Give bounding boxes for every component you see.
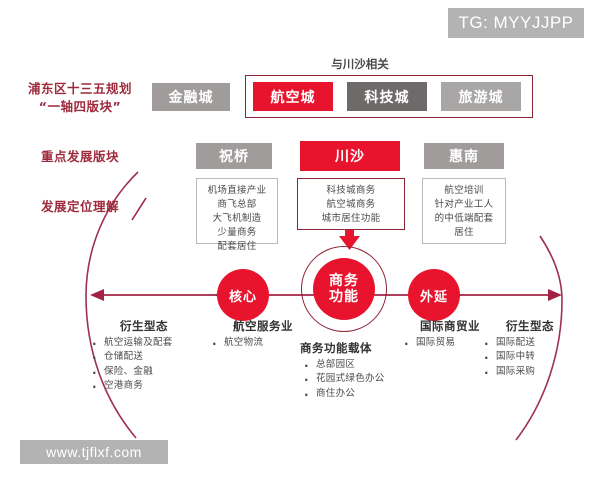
chip-zhuqiao[interactable]: 祝桥 [196, 143, 272, 169]
row-label-plan: 浦东区十三五规划 “一轴四版块” [14, 80, 146, 116]
circle-center-line2: 功能 [329, 289, 359, 305]
center-ring [301, 246, 387, 332]
circle-business-function: 商务 功能 [313, 258, 375, 320]
group-right-derived-title: 衍生型态 [506, 319, 554, 333]
chip-keji-cheng[interactable]: 科技城 [347, 82, 427, 111]
chip-lvyou-cheng[interactable]: 旅游城 [441, 82, 521, 111]
chip-huinan[interactable]: 惠南 [424, 143, 504, 169]
list-item: 保险、金融 [88, 363, 200, 381]
ellipse-arc-left [85, 171, 139, 439]
red-down-arrow [339, 230, 360, 250]
row-label-key-sectors: 重点发展版块 [40, 149, 119, 164]
chip-jinrong-cheng[interactable]: 金融城 [152, 83, 230, 111]
group-intl-trade-list: 国际贸易 [400, 335, 500, 353]
group-business-carrier-list: 总部园区花园式绿色办公商住办公 [300, 357, 428, 404]
list-item: 国际配送 [480, 335, 580, 353]
group-right-derived: 衍生型态 国际配送国际中转国际采购 [480, 318, 580, 382]
group-intl-trade-title: 国际商贸业 [420, 319, 480, 333]
list-item: 总部园区 [300, 357, 428, 375]
chip-chuansha[interactable]: 川沙 [300, 141, 400, 171]
detail-line: 航空培训 [444, 185, 484, 196]
positioning-pointer [131, 197, 147, 221]
detail-box-huinan: 航空培训针对产业工人的中低端配套居住 [422, 178, 506, 244]
city-group-frame [245, 75, 533, 118]
list-item: 航空运输及配套 [88, 335, 200, 353]
group-business-carrier: 商务功能载体 总部园区花园式绿色办公商住办公 [300, 340, 428, 404]
detail-box-chuansha: 科技城商务航空城商务城市居住功能 [297, 178, 405, 230]
row-label-plan-line1: 浦东区十三五规划 [27, 81, 132, 96]
arrowhead-left [90, 289, 104, 301]
detail-line: 配套居住 [217, 241, 257, 253]
detail-line: 商飞总部 [217, 199, 257, 211]
detail-line: 机场直接产业 [207, 185, 267, 196]
ellipse-arc-right [515, 235, 563, 441]
list-item: 花园式绿色办公 [300, 371, 428, 389]
circle-core: 核心 [217, 269, 269, 321]
group-right-derived-list: 国际配送国际中转国际采购 [480, 335, 580, 382]
watermark-top-right: TG: MYYJJPP [448, 8, 584, 38]
watermark-bottom-left: www.tjflxf.com [20, 440, 168, 464]
list-item: 国际中转 [480, 349, 580, 367]
group-aviation-service-list: 航空物流 [208, 335, 318, 353]
detail-line: 居住 [454, 227, 474, 239]
list-item: 航空物流 [208, 335, 318, 353]
detail-line: 针对产业工人 [434, 199, 494, 211]
group-aviation-service-title: 航空服务业 [233, 319, 293, 333]
circle-center-line1: 商务 [329, 272, 359, 289]
circle-extension: 外延 [408, 269, 460, 321]
group-aviation-service: 航空服务业 航空物流 [208, 318, 318, 353]
list-item: 国际贸易 [400, 335, 500, 353]
list-item: 仓储配送 [88, 349, 200, 367]
group-left-derived-list: 航空运输及配套仓储配送保险、金融空港商务 [88, 335, 200, 396]
group-left-derived: 衍生型态 航空运输及配套仓储配送保险、金融空港商务 [88, 318, 200, 396]
detail-line: 少量商务 [217, 227, 257, 239]
row-label-plan-line2: “一轴四版块” [38, 99, 122, 115]
row-label-positioning: 发展定位理解 [40, 199, 119, 214]
note-related-to-chuansha: 与川沙相关 [331, 57, 389, 71]
detail-line: 城市居住功能 [321, 213, 381, 225]
group-business-carrier-title: 商务功能载体 [300, 341, 372, 355]
list-item: 商住办公 [300, 385, 428, 403]
detail-line: 大飞机制造 [212, 213, 262, 225]
list-item: 国际采购 [480, 363, 580, 381]
group-intl-trade: 国际商贸业 国际贸易 [400, 318, 500, 353]
detail-line: 科技城商务 [326, 185, 376, 196]
group-left-derived-title: 衍生型态 [120, 319, 168, 333]
chip-hangkong-cheng[interactable]: 航空城 [253, 82, 333, 111]
arrowhead-right [548, 289, 562, 301]
detail-line: 的中低端配套 [434, 213, 494, 225]
list-item: 空港商务 [88, 378, 200, 396]
detail-line: 航空城商务 [326, 199, 376, 211]
detail-box-zhuqiao: 机场直接产业商飞总部大飞机制造少量商务配套居住 [196, 178, 278, 252]
